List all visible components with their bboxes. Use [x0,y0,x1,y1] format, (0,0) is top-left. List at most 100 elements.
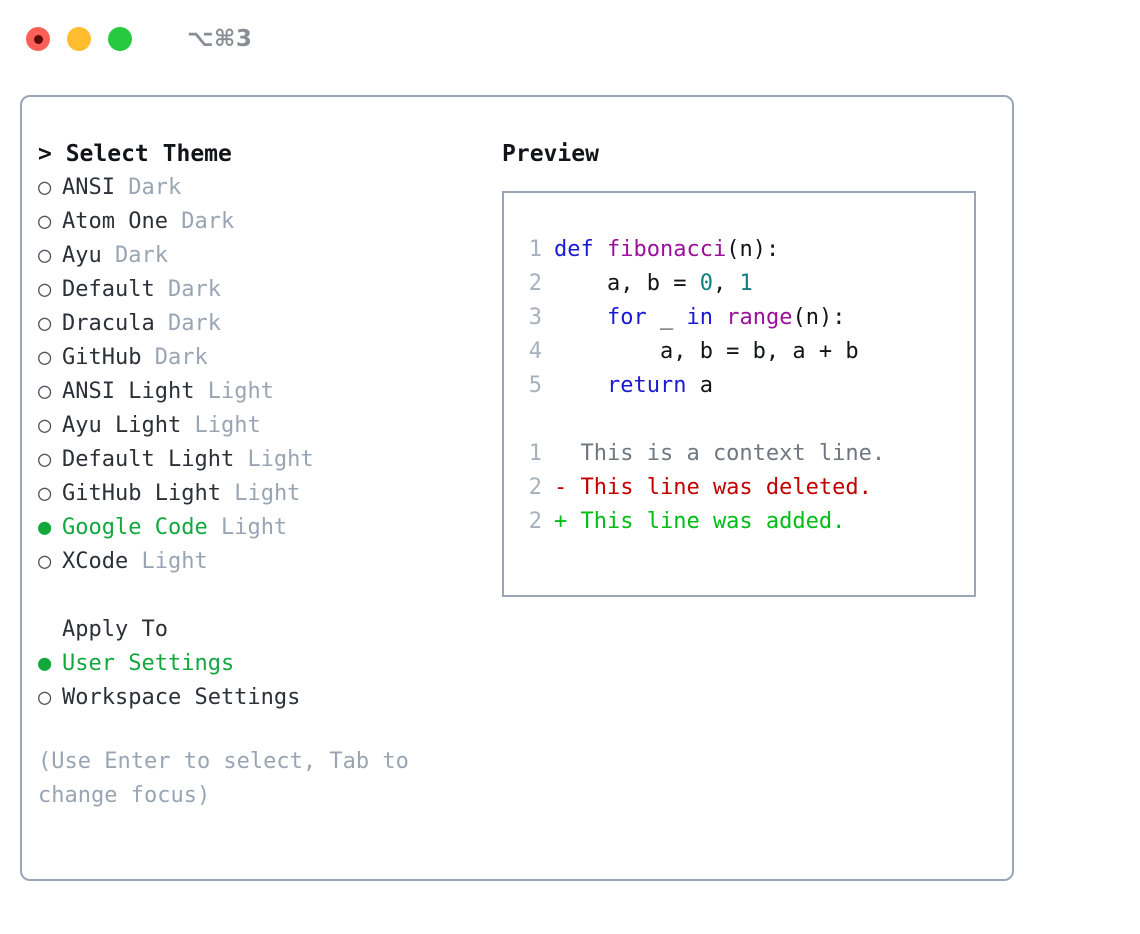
diff-line: 2 - This line was deleted. [504,471,974,505]
apply-to-list[interactable]: ● User Settings ○Workspace Settings [38,647,488,715]
code-line: 2 a, b = 0, 1 [504,267,974,301]
theme-variant-tag: Dark [181,209,235,234]
radio-unselected-icon: ○ [38,175,52,200]
theme-variant-tag: Light [194,413,261,438]
theme-option-label: Dracula [62,311,155,336]
theme-variant-tag: Light [234,481,301,506]
code-token: def [554,237,607,262]
title-bar: ⌥⌘3 [0,0,1140,78]
radio-unselected-icon: ○ [38,379,52,404]
theme-selection-column: > Select Theme ○ANSI Dark○Atom One Dark○… [38,137,488,813]
line-number: 4 [528,339,542,364]
radio-unselected-icon: ○ [38,447,52,472]
theme-variant-tag: Light [220,515,288,540]
theme-list[interactable]: ○ ANSI Dark ○ Atom One Dark ○ Ayu Dark ○ Defaul… [38,171,488,579]
code-token [554,305,607,330]
code-token: a [686,373,713,398]
theme-option-ayu-light[interactable]: ○ Ayu Light Light [38,409,488,443]
theme-variant-tag: Dark [167,311,221,336]
radio-unselected-icon: ○ [38,549,52,574]
maximize-button-icon[interactable] [108,27,132,51]
theme-option-label: Default [62,277,155,302]
code-diff-spacer [504,403,974,437]
apply-to-option-workspace-settings[interactable]: ○Workspace Settings [38,681,488,715]
theme-option-ayu[interactable]: ○ Ayu Dark [38,239,488,273]
radio-selected-icon: ● [38,651,52,676]
code-token: 0 [699,271,713,296]
select-theme-heading: > Select Theme [38,141,232,167]
code-token: range [726,305,793,330]
theme-option-label: Default Light [62,447,235,472]
line-number: 5 [528,373,542,398]
line-number: 1 [528,441,542,466]
code-token: , [712,271,740,296]
theme-option-google-code[interactable]: ● Google Code Light [38,511,488,545]
dialog-panel: > Select Theme ○ANSI Dark○Atom One Dark○… [20,95,1014,881]
radio-unselected-icon: ○ [38,481,52,506]
theme-option-default[interactable]: ○ Default Dark [38,273,488,307]
line-number: 2 [528,475,542,500]
section-spacer [38,579,488,613]
theme-option-label: Ayu Light [62,413,182,438]
diff-text: + This line was added. [554,509,846,534]
line-number: 2 [528,509,542,534]
theme-option-default-light[interactable]: ○ Default Light Light [38,443,488,477]
code-token: a, b = [554,271,700,296]
radio-unselected-icon: ○ [38,277,52,302]
theme-option-label: GitHub Light [62,481,221,506]
theme-option-label: Google Code [62,515,208,540]
theme-variant-tag: Light [247,447,314,472]
code-token: in [686,305,713,330]
diff-sample: 1 This is a context line. 2 - This line wa… [504,437,974,539]
theme-variant-tag: Dark [115,243,168,268]
theme-option-ansi-light[interactable]: ○ANSI Light Light [38,375,488,409]
theme-option-xcode[interactable]: ○XCode Light [38,545,488,579]
minimize-button-icon[interactable] [67,27,91,51]
diff-line: 2 + This line was added. [504,505,974,539]
keyboard-shortcut-label: ⌥⌘3 [187,26,253,52]
apply-to-option-user-settings[interactable]: ● User Settings [38,647,488,681]
theme-option-github-light[interactable]: ○ GitHub Light Light [38,477,488,511]
radio-unselected-icon: ○ [38,345,52,370]
theme-option-github[interactable]: ○ GitHub Dark [38,341,488,375]
window-controls [26,27,132,51]
radio-unselected-icon: ○ [38,243,52,268]
apply-to-option-label: Workspace Settings [62,685,301,710]
theme-option-label: GitHub [62,345,142,370]
preview-heading: Preview [502,141,599,167]
code-token: 1 [739,271,753,296]
apply-to-heading: Apply To [62,617,168,642]
diff-text: This is a context line. [554,441,886,466]
theme-variant-tag: Dark [167,277,221,302]
theme-variant-tag: Dark [128,175,182,200]
apply-to-option-label: User Settings [62,651,235,676]
theme-variant-tag: Dark [154,345,208,370]
theme-variant-tag: Light [141,549,208,574]
code-line: 5 return a [504,369,974,403]
theme-option-ansi[interactable]: ○ ANSI Dark [38,171,488,205]
diff-text: - This line was deleted. [554,475,872,500]
theme-option-label: Ayu [62,243,102,268]
code-token [554,373,607,398]
radio-selected-icon: ● [38,515,52,540]
theme-option-dracula[interactable]: ○ Dracula Dark [38,307,488,341]
code-line: 3 for _ in range(n): [504,301,974,335]
theme-option-label: Atom One [62,209,168,234]
radio-unselected-icon: ○ [38,311,52,336]
diff-line: 1 This is a context line. [504,437,974,471]
keyboard-hint-text: (Use Enter to select, Tab to change focu… [38,749,409,808]
code-token: (n): [792,305,846,330]
radio-unselected-icon: ○ [38,413,52,438]
code-line: 4 a, b = b, a + b [504,335,974,369]
theme-option-label: ANSI [62,175,115,200]
close-button-icon[interactable] [26,27,50,51]
code-token: return [606,373,687,398]
theme-option-atom-one[interactable]: ○ Atom One Dark [38,205,488,239]
code-token: fibonacci [606,237,727,262]
code-token [713,305,726,330]
radio-unselected-icon: ○ [38,209,52,234]
